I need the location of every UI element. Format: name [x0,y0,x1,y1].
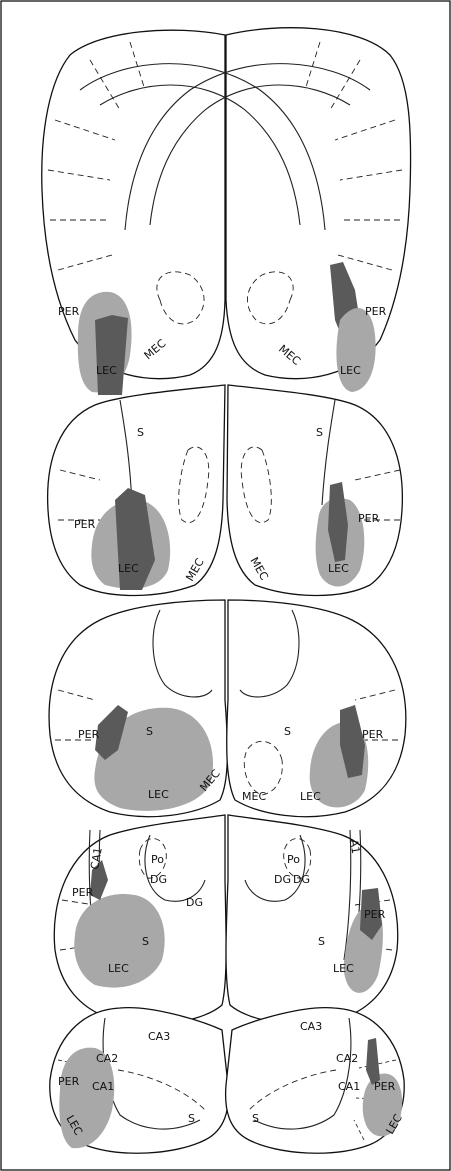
section-3-label-mec-right: MEC [242,790,266,803]
section-5-label-ca2-right: CA2 [336,1052,358,1065]
section-4-label-s-right: S [318,935,325,948]
section-1-right-hemisphere [226,28,411,379]
section-1: PER LEC MEC MEC PER LEC [42,28,411,395]
section-4-label-po-left: Po [151,853,164,866]
section-3-label-s-right: S [284,725,291,738]
section-5-label-ca3-left: CA3 [148,1030,170,1043]
section-2-label-lec-left: LEC [118,562,139,575]
section-4-label-po-right: Po [287,853,300,866]
section-5-label-s-right: S [252,1112,259,1125]
section-5-label-ca1-left: CA1 [92,1080,114,1093]
section-2-label-s-left: S [137,426,144,439]
section-3: S S PER LEC MEC MEC PER LEC [49,600,406,817]
section-5-label-s-left: S [188,1112,195,1125]
section-4-label-per-left: PER [72,886,94,899]
section-2-label-lec-right: LEC [328,562,349,575]
section-5-label-ca2-left: CA2 [96,1052,118,1065]
section-5-label-per-left: PER [58,1075,80,1088]
section-1-label-lec-left: LEC [96,364,117,377]
section-3-label-lec-left: LEC [148,788,169,801]
section-4-label-lec-left: LEC [108,962,129,975]
section-1-lesion-right-light [336,308,375,392]
section-1-label-per-right: PER [365,305,387,318]
section-3-label-lec-right: LEC [300,790,321,803]
section-2-label-s-right: S [316,426,323,439]
section-2: S S PER LEC MEC MEC PER LEC [48,385,403,596]
section-4-label-dg-left: DG [150,873,167,886]
section-4-label-dg-left-2: DG [186,896,203,909]
section-3-label-per-left: PER [78,728,100,741]
section-2-label-per-right: PER [358,512,380,525]
section-4-label-s-left: S [142,935,149,948]
section-5: CA3 CA3 CA2 CA2 PER CA1 CA1 PER LEC LEC … [50,1008,405,1154]
section-1-lesion-left-dark [95,315,128,395]
section-4-label-dg-right: DG [274,873,291,886]
section-4-label-a1-right: A1 [347,838,362,855]
section-1-label-per-left: PER [58,305,80,318]
section-1-left-hemisphere [42,30,225,379]
section-5-label-ca3-right: CA3 [300,1020,322,1033]
section-4: CA1 Po DG DG Po DG DG A1 PER S LEC PER S… [54,815,398,1024]
section-1-label-lec-right: LEC [340,364,361,377]
section-4-label-lec-right: LEC [333,962,354,975]
section-3-label-per-right: PER [362,728,384,741]
section-3-label-s-left: S [146,725,153,738]
section-4-label-dg-right-2: DG [293,873,310,886]
section-4-label-per-right: PER [364,908,386,921]
section-2-label-per-left: PER [74,518,96,531]
section-5-label-ca1-right: CA1 [338,1080,360,1093]
section-5-label-per-right: PER [374,1080,396,1093]
